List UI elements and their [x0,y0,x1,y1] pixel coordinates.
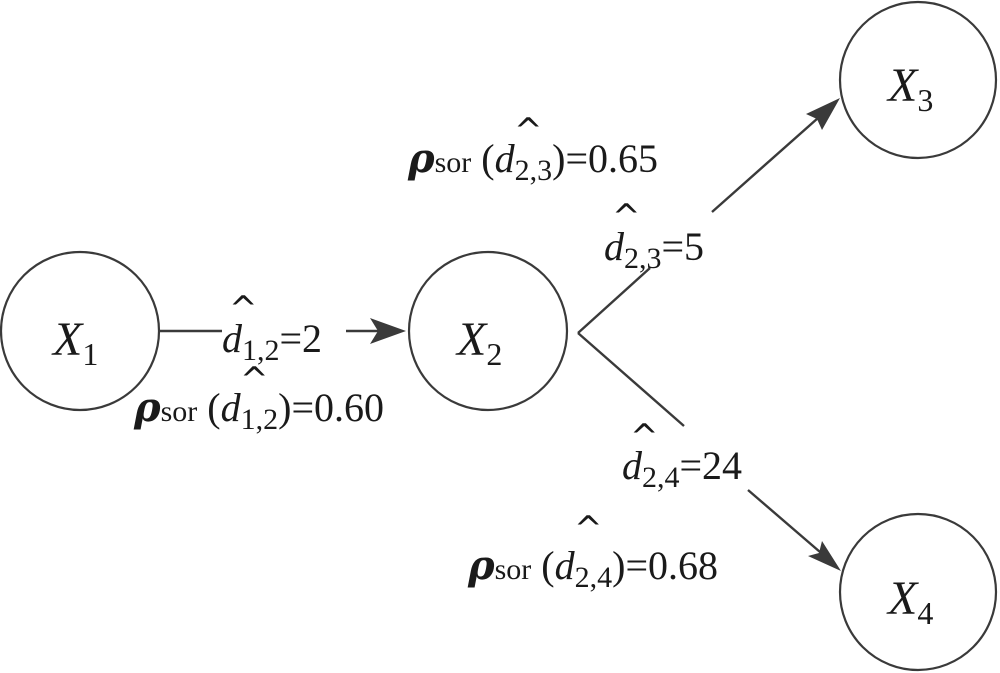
edge-x2-x4-labels: ^ d2,4=24 ^ ρsor (d2,4)=0.68 [467,417,742,594]
node-x4: X4 [838,512,998,672]
hat-d12-bottom: ^ [240,360,269,400]
edge-x2-x3-rho: ρsor (d2,3)=0.65 [407,135,658,187]
node-x1-circle [0,250,161,412]
edge-branch-upper-to-x3 [711,117,819,213]
edge-x2-x4-rho: ρsor (d2,4)=0.68 [467,542,718,594]
arrowhead-x4 [808,541,841,571]
edge-x1-x2-rho: ρsor (d1,2)=0.60 [133,384,384,436]
node-x2-label: X2 [455,313,502,372]
arrowhead-x3 [806,98,840,130]
hat-d24-bottom: ^ [574,509,603,549]
edge-branch-to-x4-lower [747,489,821,553]
node-x2: X2 [407,250,569,412]
node-x3: X3 [838,0,998,160]
edge-branch-to-x4-upper [577,332,685,427]
hat-d23-top: ^ [514,111,543,151]
arrowhead-x1-x2 [370,318,406,344]
edge-x1-x2-labels: ^ d1,2=2 ^ ρsor (d1,2)=0.60 [133,289,384,436]
edge-x2-x3-distance: d2,3=5 [604,224,704,275]
node-x1: X1 [0,250,161,412]
node-x1-label: X1 [51,313,98,372]
hat-d23-bottom: ^ [612,197,641,237]
node-x3-circle [838,0,998,160]
node-x2-circle [407,250,569,412]
hat-d24-top: ^ [630,417,659,457]
node-x4-circle [838,512,998,672]
edge-x1-x2-distance: d1,2=2 [222,316,322,367]
edges [160,98,841,571]
node-x3-label: X3 [886,59,933,118]
edge-x2-x4-distance: d2,4=24 [622,443,742,494]
edge-branch-lower-to-x3 [577,267,651,334]
node-x4-label: X4 [886,572,933,631]
hat-d12-top: ^ [229,289,258,329]
edge-x2-x3-labels: ^ ρsor (d2,3)=0.65 ^ d2,3=5 [407,111,704,275]
